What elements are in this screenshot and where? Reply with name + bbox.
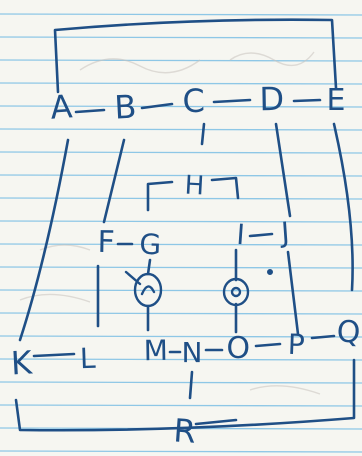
rule-line: [0, 220, 362, 223]
show-through-scribble: [79, 58, 201, 74]
rule-line: [0, 450, 362, 453]
edge-d-j: [274, 122, 292, 218]
node-r: R: [172, 411, 197, 450]
circle-mark-left-scribble: [124, 270, 156, 296]
edge-r-bracket: [194, 418, 238, 426]
node-l: L: [79, 342, 96, 376]
node-p: P: [287, 328, 305, 362]
graph-edges: [14, 18, 356, 432]
circle-marks: [124, 269, 274, 308]
edge-o-p: [254, 342, 282, 348]
edge-p-q: [310, 334, 336, 340]
edge-b-f: [102, 138, 126, 224]
node-e: E: [327, 83, 346, 118]
node-h: H: [184, 171, 205, 202]
rule-line: [0, 266, 362, 269]
node-q: Q: [336, 314, 361, 350]
edge-bottom-bracket: [14, 358, 356, 432]
rule-line: [0, 128, 362, 131]
edge-a-b: [74, 108, 106, 114]
edge-j-p: [286, 250, 300, 336]
node-d: D: [259, 80, 284, 118]
rule-line: [0, 243, 362, 246]
rule-line: [0, 59, 362, 62]
node-n: N: [182, 336, 203, 369]
show-through-scribble: [229, 51, 315, 67]
edge-h-bracket: [146, 180, 174, 212]
edge-a-k: [18, 138, 70, 342]
edge-e-q: [332, 122, 354, 292]
circle-mark-right: [222, 277, 250, 307]
node-k: K: [10, 343, 34, 382]
node-m: M: [143, 334, 168, 367]
node-i: I: [235, 218, 246, 251]
rule-line: [0, 36, 362, 39]
node-g: G: [139, 228, 162, 262]
rule-line: [0, 312, 362, 315]
edge-c-d: [212, 98, 252, 104]
rule-line: [0, 105, 362, 108]
edge-c-h: [200, 122, 206, 146]
edge-h-bracket-right: [210, 176, 240, 200]
node-c: C: [182, 82, 206, 121]
rule-line: [0, 335, 362, 338]
rule-line: [0, 289, 362, 292]
node-o: O: [226, 331, 250, 366]
edge-b-c: [140, 102, 174, 110]
node-a: A: [49, 87, 74, 126]
stray-dot: [267, 269, 274, 276]
edge-g-m: [146, 258, 152, 276]
node-b: B: [113, 87, 137, 126]
edge-d-e: [292, 98, 322, 103]
node-f: F: [97, 225, 115, 260]
edge-i-j: [248, 232, 274, 238]
node-j: J: [278, 216, 291, 250]
show-through-scribble: [19, 293, 91, 303]
show-through-scribble: [249, 385, 321, 395]
rule-line: [0, 82, 362, 85]
rule-line: [0, 358, 362, 361]
rule-line: [0, 381, 362, 384]
edge-top-bracket: [53, 18, 338, 94]
edge-n-r: [188, 370, 194, 400]
rule-line: [0, 13, 362, 16]
rule-line: [0, 151, 362, 154]
circle-mark-left: [133, 272, 163, 308]
edge-k-l: [32, 352, 76, 358]
circle-mark-right-dot: [230, 286, 242, 298]
rule-line: [0, 404, 362, 407]
rule-line: [0, 197, 362, 200]
